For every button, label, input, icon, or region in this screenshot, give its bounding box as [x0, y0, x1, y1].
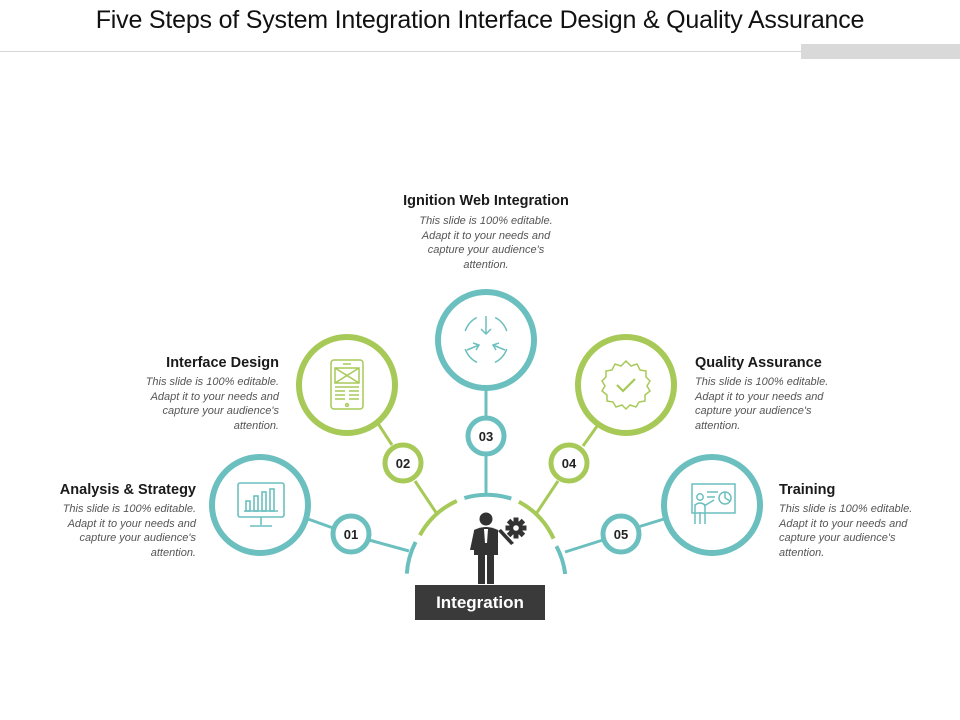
step-01-title: Analysis & Strategy	[59, 482, 196, 498]
step-04-number: 04	[562, 456, 577, 471]
step-04-number-circle	[548, 442, 590, 484]
connector-05-inner	[564, 538, 604, 554]
step-03-circle	[435, 289, 537, 391]
connector-05-outer	[637, 517, 665, 529]
step-02-circle	[296, 334, 398, 436]
step-05-number: 05	[614, 527, 628, 542]
step-01-circle	[209, 454, 311, 556]
hub-arc	[404, 492, 568, 575]
hub-arc-segment-1	[404, 541, 418, 574]
step-03-title: Ignition Web Integration	[403, 193, 569, 209]
step-03-number: 03	[479, 429, 493, 444]
step-03-description: This slide is 100% editable. Adapt it to…	[419, 215, 553, 271]
step-02-number-circle	[382, 442, 424, 484]
connector-01-inner	[368, 538, 410, 553]
check-badge-icon	[601, 359, 651, 411]
businessman-icon	[470, 512, 514, 584]
hub-arc-segment-4	[517, 499, 556, 540]
step-04-description: This slide is 100% editable. Adapt it to…	[695, 376, 829, 432]
hub-arc-segment-5	[554, 545, 568, 575]
step-05-title: Training	[779, 482, 836, 498]
connector-02-outer	[375, 421, 394, 446]
number-circles	[330, 415, 642, 555]
integration-hub-label: Integration	[415, 585, 545, 620]
step-05-description: This slide is 100% editable. Adapt it to…	[779, 503, 913, 559]
step-02-title: Interface Design	[166, 355, 279, 371]
step-circles	[209, 289, 763, 556]
step-04-title: Quality Assurance	[695, 355, 822, 371]
connector-02-inner	[413, 480, 439, 515]
connector-04-inner	[534, 480, 560, 515]
bar-chart-monitor-icon	[237, 482, 285, 527]
hub-arc-segment-2	[418, 499, 458, 537]
step-03-number-circle	[465, 415, 507, 457]
corner-accent-bar	[801, 44, 960, 59]
connectors	[307, 388, 665, 554]
step-01-description: This slide is 100% editable. Adapt it to…	[62, 503, 196, 559]
step-04-circle	[575, 334, 677, 436]
wireframe-tablet-icon	[330, 359, 364, 410]
step-02-description: This slide is 100% editable. Adapt it to…	[145, 376, 279, 432]
connector-01-outer	[307, 517, 334, 530]
step-01-number-circle	[330, 513, 372, 555]
step-01-number: 01	[344, 527, 358, 542]
step-02-number: 02	[396, 456, 410, 471]
gear-icon	[505, 517, 527, 539]
step-05-circle	[661, 454, 763, 556]
title-divider	[0, 51, 960, 52]
step-05-number-circle	[600, 513, 642, 555]
presentation-icon	[691, 483, 736, 524]
page-title: Five Steps of System Integration Interfa…	[95, 6, 865, 34]
hub-arc-segment-3	[463, 492, 512, 501]
arrows-converge-icon	[464, 316, 508, 364]
